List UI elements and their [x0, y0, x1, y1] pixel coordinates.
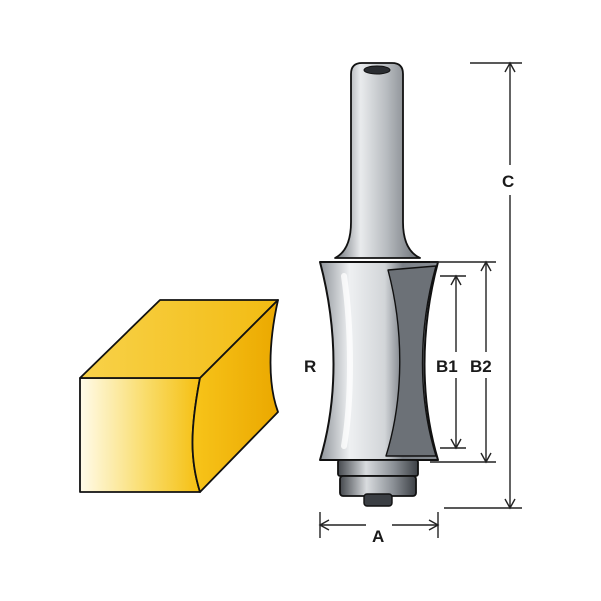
label-b2: B2 — [470, 357, 492, 376]
dimension-lines — [318, 61, 522, 538]
guide-bearing — [337, 459, 419, 477]
shank-end-hole — [363, 65, 391, 75]
workpiece-front-face — [79, 377, 201, 493]
bearing-screw — [363, 493, 393, 507]
workpiece — [79, 299, 279, 493]
shank — [334, 62, 421, 259]
carbide-flute — [385, 265, 437, 457]
label-c: C — [502, 172, 514, 191]
label-radius: R — [304, 357, 316, 376]
router-bit — [319, 62, 439, 507]
bearing-lower-ring — [339, 475, 417, 497]
flute-highlight — [341, 273, 353, 449]
label-b1: B1 — [436, 357, 458, 376]
label-a: A — [372, 527, 384, 546]
workpiece-profiled-side — [191, 299, 279, 493]
